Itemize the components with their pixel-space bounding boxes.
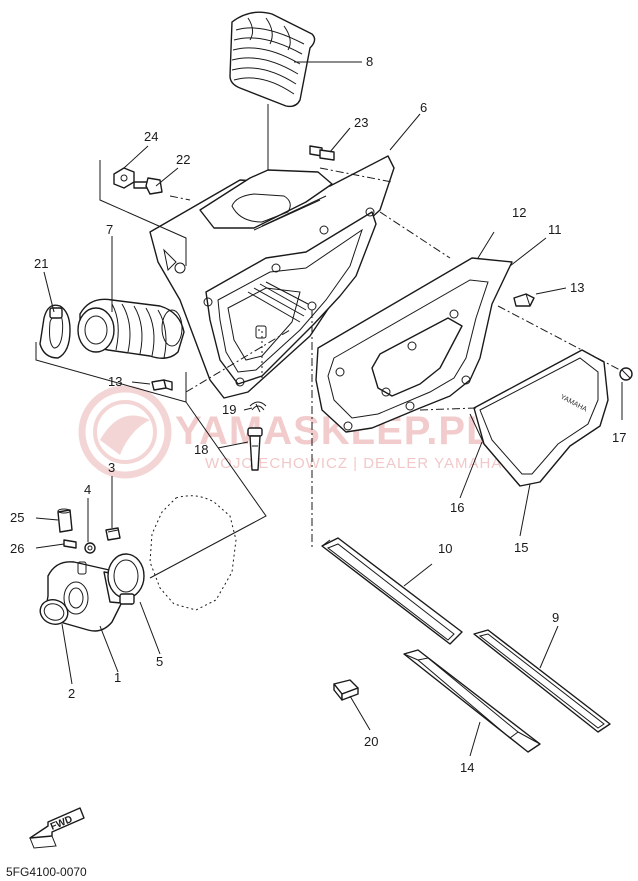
- part-5-clamp: [107, 553, 145, 605]
- part-19-clip: [249, 401, 267, 413]
- callout-7: 7: [106, 222, 113, 237]
- callout-14: 14: [460, 760, 474, 775]
- leader-lines: [35, 61, 623, 757]
- callout-26: 26: [10, 541, 24, 556]
- callout-8: 8: [366, 54, 373, 69]
- callout-1: 1: [114, 670, 121, 685]
- callout-23: 23: [354, 115, 368, 130]
- part-3-screw: [105, 527, 121, 541]
- callout-17: 17: [612, 430, 626, 445]
- callouts: 8 6 23 24 22 7 21 12 11 13 13 17 16 15 1…: [10, 54, 626, 775]
- part-24-nut: [113, 167, 135, 189]
- part-26-pin: [63, 539, 77, 549]
- watermark-tagline: WOJCIECHOWICZ | DEALER YAMAHA: [205, 455, 502, 472]
- callout-25: 25: [10, 510, 24, 525]
- part-9-filter-element: [473, 629, 611, 733]
- callout-10: 10: [438, 541, 452, 556]
- callout-11: 11: [548, 222, 562, 237]
- callout-9: 9: [552, 610, 559, 625]
- watermark-logo: [78, 385, 172, 479]
- callout-16: 16: [450, 500, 464, 515]
- part-17-screw: [619, 367, 633, 381]
- part-10-filter-element: [321, 537, 463, 645]
- callout-12: 12: [512, 205, 526, 220]
- callout-13-right: 13: [570, 280, 584, 295]
- callout-19: 19: [222, 402, 236, 417]
- callout-18: 18: [194, 442, 208, 457]
- part-4-washer: [84, 542, 96, 554]
- part-8-intake-boot: [229, 11, 316, 108]
- callout-13-left: 13: [108, 374, 122, 389]
- part-13-screw-right: [513, 293, 535, 307]
- part-2-o-ring: [39, 599, 69, 625]
- part-22-bolt: [133, 177, 163, 195]
- part-25-pipe: [57, 508, 73, 533]
- part-7-intake-joint: [77, 298, 185, 359]
- callout-2: 2: [68, 686, 75, 701]
- diagram-code: 5FG4100-0070: [6, 865, 87, 879]
- part-14-filter-frame: [403, 649, 541, 753]
- part-18-drain-plug: [247, 427, 263, 471]
- group-bracket-upper: [35, 160, 267, 579]
- callout-5: 5: [156, 654, 163, 669]
- callout-24: 24: [144, 129, 158, 144]
- part-6-air-filter-case: [149, 155, 395, 399]
- callout-22: 22: [176, 152, 190, 167]
- engine-outline: [149, 495, 237, 611]
- callout-4: 4: [84, 482, 91, 497]
- part-20-clip: [333, 679, 359, 701]
- callout-3: 3: [108, 460, 115, 475]
- callout-6: 6: [420, 100, 427, 115]
- fwd-label: FWD: [49, 814, 74, 833]
- callout-20: 20: [364, 734, 378, 749]
- callout-21: 21: [34, 256, 48, 271]
- part-16-cover-seal: [469, 413, 521, 487]
- callout-15: 15: [514, 540, 528, 555]
- part-13-screw-left: [151, 379, 173, 391]
- watermark: YAMASKLEP.PL WOJCIECHOWICZ | DEALER YAMA…: [78, 385, 502, 479]
- part-23-bolt: [309, 145, 335, 161]
- reference-lines: [169, 167, 621, 548]
- part-12-gasket: [315, 257, 513, 433]
- part-21-clamp: [39, 304, 71, 359]
- forward-arrow-icon: FWD: [29, 807, 85, 849]
